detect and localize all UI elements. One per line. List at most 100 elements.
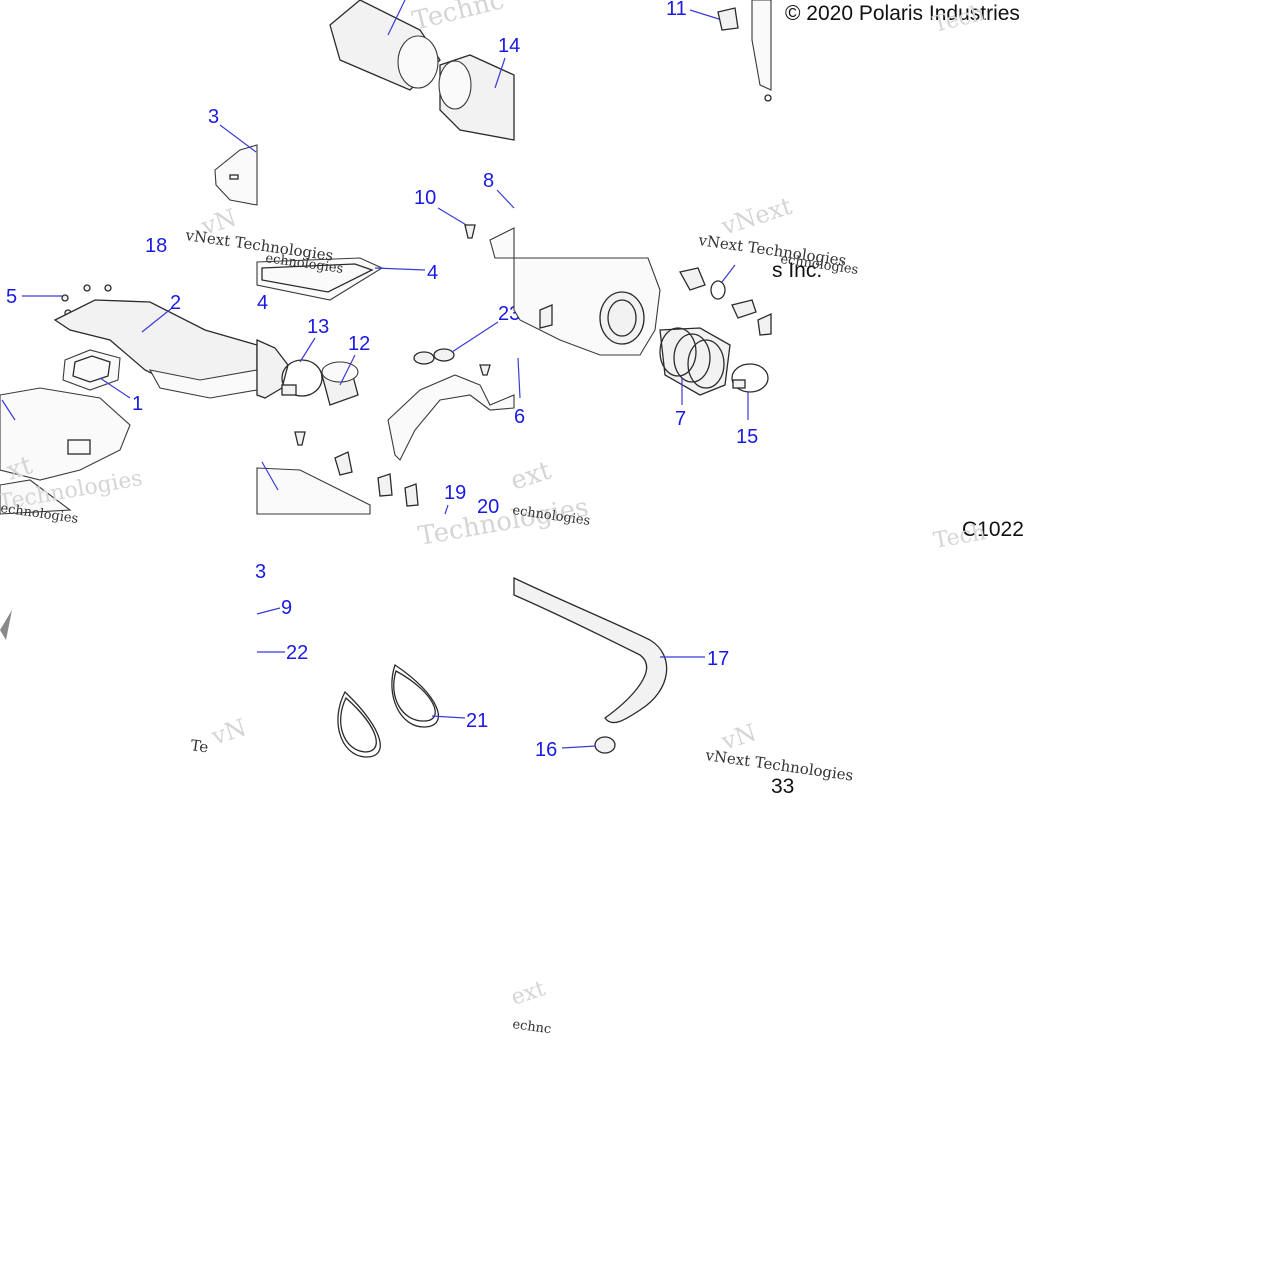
airbox-lower [256, 467, 371, 515]
callout-18: 18 [145, 235, 167, 257]
leader-19 [444, 504, 449, 515]
leader-23 [451, 321, 499, 353]
clip-c [404, 483, 419, 507]
copyright-fragment: s Inc. [772, 259, 822, 282]
callout-19: 19 [444, 482, 466, 504]
leader-1 [99, 377, 131, 399]
part-21-seal-a-inner [340, 696, 377, 753]
part-21-seal-b-inner [393, 670, 436, 722]
leader-airbox [261, 461, 279, 491]
callout-14: 14 [498, 35, 520, 57]
leader-14 [494, 57, 506, 89]
watermark-1: Technc [409, 0, 507, 37]
callout-7: 7 [675, 408, 686, 430]
screw-small [294, 431, 306, 446]
part-10-screw [464, 224, 476, 239]
airbox-tab [539, 304, 553, 329]
clip-b [377, 473, 393, 497]
leader-2 [141, 307, 173, 333]
leader-4a [374, 267, 426, 271]
callout-11: 11 [666, 0, 687, 20]
copyright-notice: © 2020 Polaris Industries [785, 2, 1020, 25]
bracket-hole [764, 94, 772, 102]
part-23-plug-a [413, 351, 435, 365]
callout-17: 17 [707, 648, 729, 670]
leader-fitting-b [721, 264, 736, 283]
part-14-tube-a-end [397, 35, 439, 89]
part-23-plug-b [433, 348, 455, 362]
callout-1: 1 [132, 393, 143, 415]
part-15-clamp [731, 363, 769, 393]
page-fragment: 33 [771, 775, 794, 798]
callout-3b: 3 [255, 561, 266, 583]
leader-3a [219, 124, 257, 153]
leader-9 [256, 607, 281, 615]
fitting-c [731, 299, 757, 319]
callout-5: 5 [6, 286, 17, 308]
callout-16: 16 [535, 739, 557, 761]
part-6-bracket [387, 374, 515, 461]
clip-a [334, 451, 353, 476]
part-1-gasket-inner [72, 355, 111, 383]
airbox-outlet [599, 291, 645, 345]
leader-21 [431, 715, 466, 719]
callout-21: 21 [466, 710, 488, 732]
callout-10: 10 [414, 187, 436, 209]
leader-14-upper [387, 0, 406, 36]
hose-stub [757, 312, 772, 336]
watermark-12: ext [507, 455, 555, 496]
watermark-6: vNext [717, 192, 795, 241]
watermark-20: ext [508, 976, 548, 1010]
leader-13 [299, 337, 316, 363]
callout-15: 15 [736, 426, 758, 448]
fitting-a [679, 267, 706, 291]
callout-13: 13 [307, 316, 329, 338]
callout-4a: 4 [427, 262, 438, 284]
leader-10 [437, 207, 469, 227]
leader-16 [561, 745, 597, 749]
callout-9: 9 [281, 597, 292, 619]
callout-20: 20 [477, 496, 499, 518]
part-13-clamp [281, 359, 323, 397]
part-8-edge [489, 227, 515, 259]
fitting-b [710, 280, 726, 300]
leader-11 [689, 9, 723, 21]
leader-8 [496, 189, 515, 209]
diagram-code: C1022 [962, 518, 1024, 541]
floor-panel [0, 387, 131, 481]
part-21-seal-a [337, 690, 381, 758]
part-21-seal-b [391, 663, 440, 728]
part-15-clamp-screw [732, 379, 746, 389]
floor-panel-lower [0, 479, 72, 515]
floor-panel-slot [67, 439, 91, 455]
part-7-boot-ring-b [673, 333, 711, 383]
leader-floor [1, 399, 16, 421]
part-7-boot-ring-a [659, 327, 697, 377]
callout-6: 6 [514, 406, 525, 428]
part-4-frame-inner [261, 263, 374, 293]
part-7-boot-ring-c [687, 339, 725, 389]
watermark-21: echnc [511, 1017, 552, 1037]
watermark-17: Te [189, 736, 209, 756]
bolt-6 [479, 364, 491, 376]
leader-12 [339, 354, 356, 386]
bracket-upper-right [751, 0, 772, 91]
watermark-15: Tech [932, 520, 988, 554]
part-3-slot [229, 174, 239, 180]
part-12-coupler-end [321, 361, 359, 383]
part-13-clamp-screw [281, 384, 297, 396]
part-16-clamp [594, 736, 616, 754]
callout-4b: 4 [257, 292, 268, 314]
leader-6 [517, 357, 521, 399]
airbox-outlet-inner [607, 299, 637, 337]
callout-3a: 3 [208, 106, 219, 128]
part-14-tube-b-end [438, 60, 472, 110]
part-11-clip [717, 7, 739, 31]
part-4-frame [256, 257, 384, 301]
watermark-16: vN [207, 713, 249, 751]
callout-12: 12 [348, 333, 370, 355]
callout-8: 8 [483, 170, 494, 192]
callout-2: 2 [170, 292, 181, 314]
